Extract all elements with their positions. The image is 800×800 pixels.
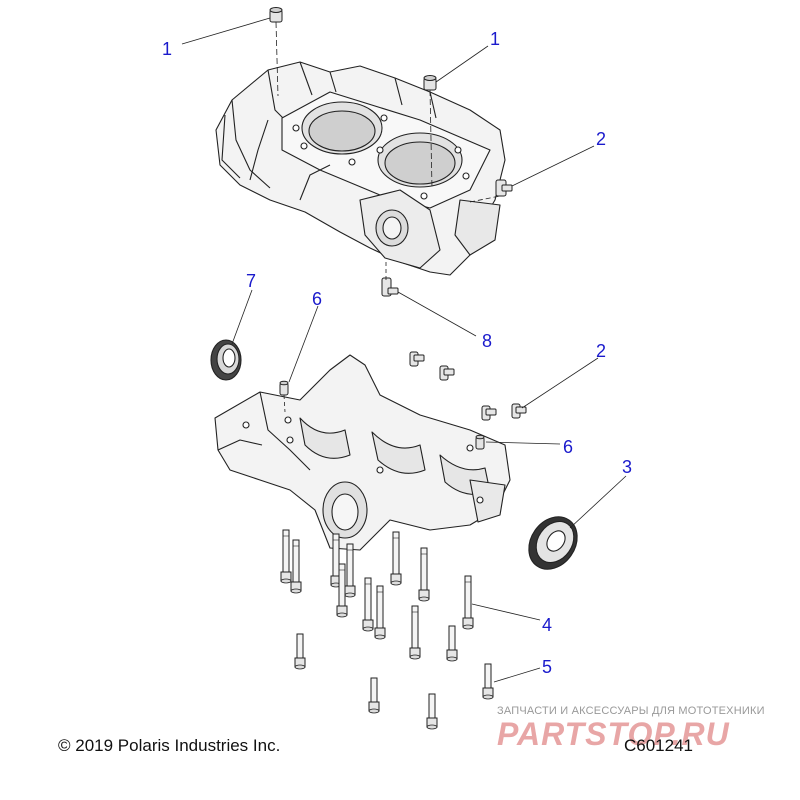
dowel-pin-top-left	[269, 7, 283, 23]
dowel-pin-left-item-6	[279, 380, 289, 396]
watermark-logo: PARTSTOP.RU	[497, 716, 730, 752]
dowel-pin-top-right	[423, 75, 437, 91]
callout-1-top-left: 1	[162, 39, 173, 59]
crankcase-bolts	[280, 529, 494, 730]
dowel-centerline-2	[429, 89, 433, 189]
lower-crankcase	[214, 354, 511, 551]
callout-1-top-right: 1	[490, 29, 501, 49]
small-fittings	[409, 351, 527, 421]
callout-6-left: 6	[312, 289, 323, 309]
seal-item-3	[528, 516, 578, 570]
dowel-6-centerline	[283, 394, 286, 413]
callout-3: 3	[622, 457, 633, 477]
dowel-centerline-1	[275, 21, 279, 97]
callout-6-right: 6	[563, 437, 574, 457]
callout-7: 7	[246, 271, 257, 291]
leader-lines	[181, 17, 627, 683]
callout-8: 8	[482, 331, 493, 351]
diagram-code: C601241	[624, 736, 694, 755]
upper-crankcase	[215, 61, 506, 276]
callout-2-lower: 2	[596, 341, 607, 361]
watermark-tagline: ЗАПЧАСТИ И АКСЕССУАРЫ ДЛЯ МОТОТЕХНИКИ	[497, 705, 765, 717]
fitting-upper	[495, 179, 513, 197]
oil-seal-item-7	[210, 339, 242, 381]
callout-4: 4	[542, 615, 553, 635]
fitting-item-8	[381, 277, 399, 297]
copyright-text: © 2019 Polaris Industries Inc.	[58, 736, 281, 755]
callout-2-upper: 2	[596, 129, 607, 149]
callout-5: 5	[542, 657, 553, 677]
dowel-pin-right-item-6	[475, 434, 485, 450]
fitting-centerline	[469, 195, 501, 203]
